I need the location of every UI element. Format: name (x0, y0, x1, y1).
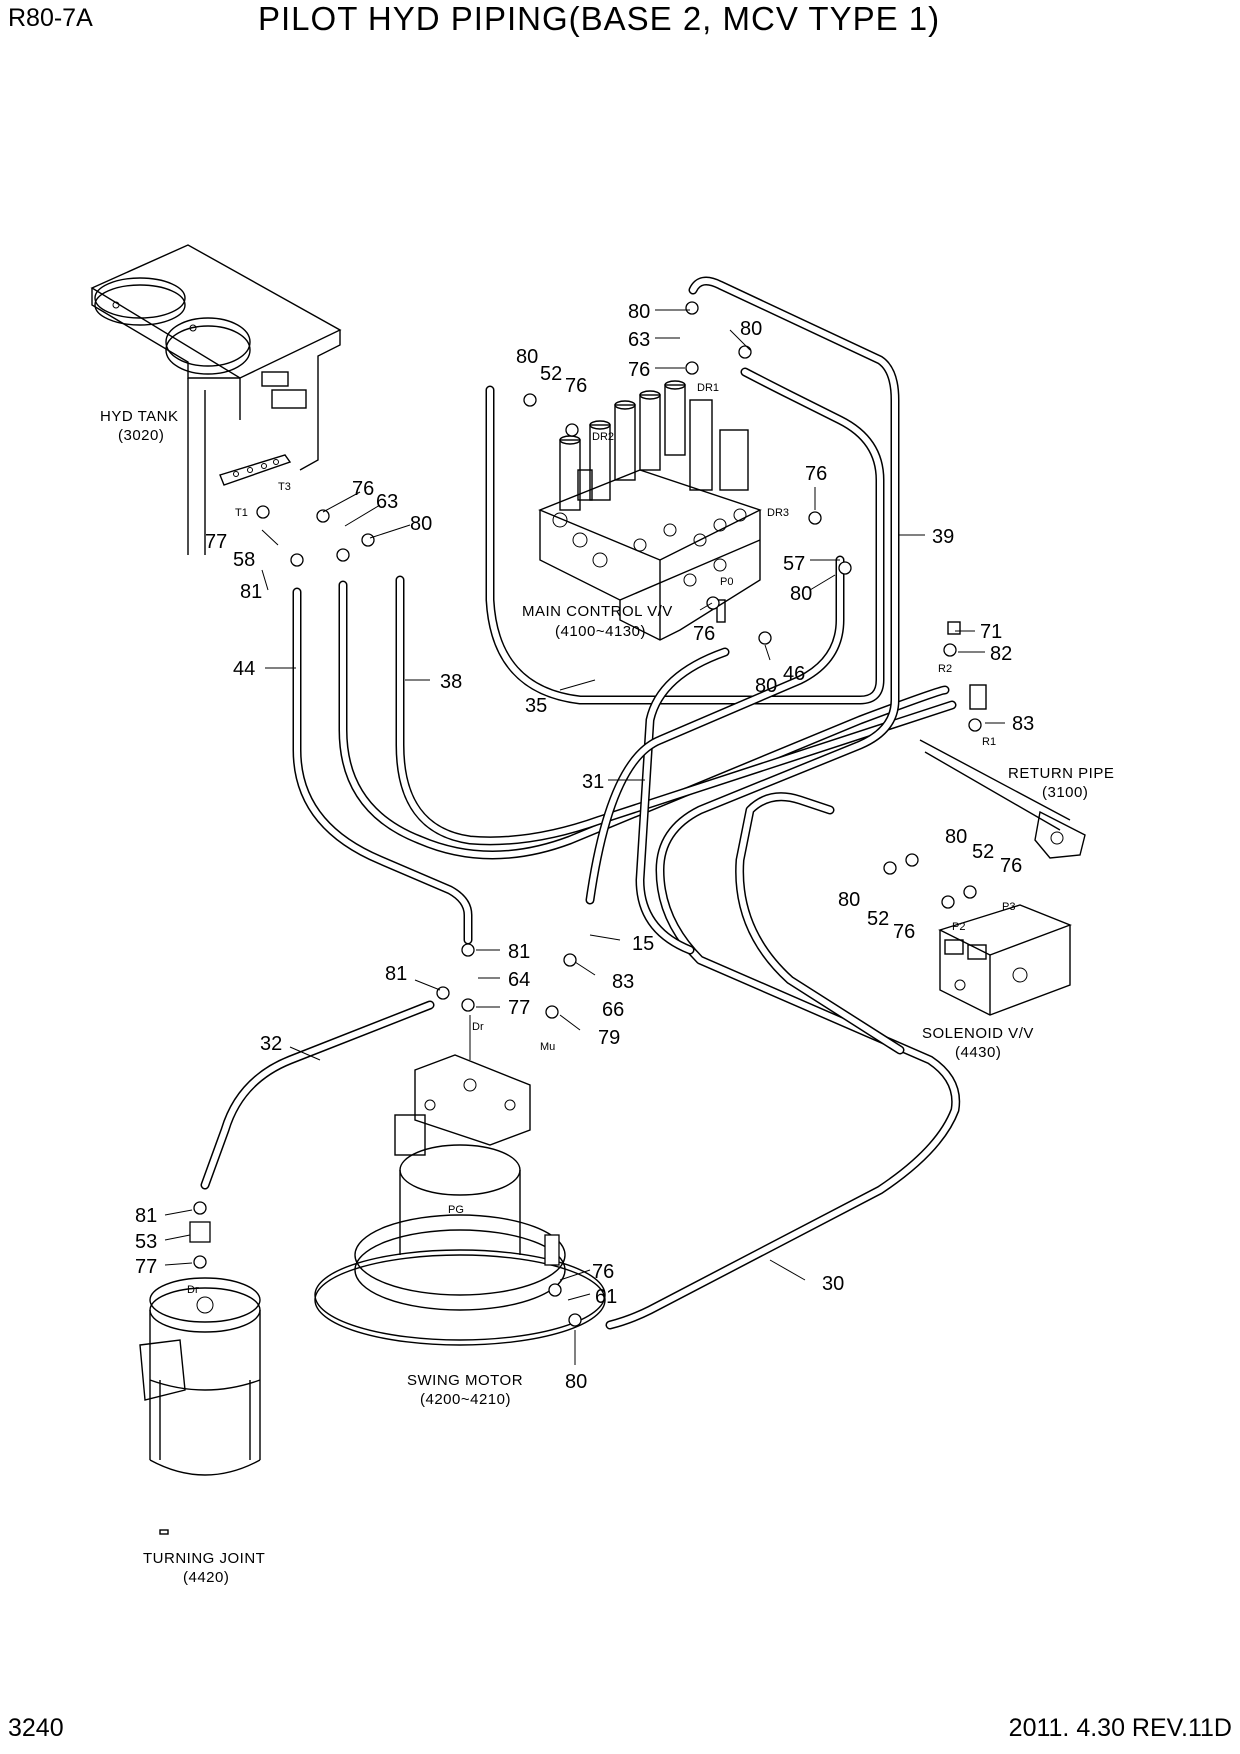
port-dr1: DR1 (697, 382, 719, 394)
callout-81-tank: 81 (240, 581, 262, 603)
swing-motor-drawing (314, 1054, 606, 1346)
callout-81-left: 81 (385, 963, 407, 985)
port-dr-joint: Dr (187, 1284, 199, 1296)
page-number: 3240 (8, 1714, 64, 1742)
callout-76-mcv-top: 76 (628, 359, 650, 381)
callout-35: 35 (525, 695, 547, 717)
port-p2: P2 (952, 921, 965, 933)
callout-46: 46 (783, 663, 805, 685)
port-dr-motor: Dr (472, 1021, 484, 1033)
callout-63-mcv: 63 (628, 329, 650, 351)
callout-57: 57 (783, 553, 805, 575)
port-dr2: DR2 (592, 431, 614, 443)
callout-76-sol-top: 76 (1000, 855, 1022, 877)
model-code: R80-7A (8, 4, 93, 32)
callout-77-tank: 77 (205, 531, 227, 553)
return-pipe-ref: (3100) (1042, 784, 1088, 801)
callout-80-mcv-bottom: 80 (755, 675, 777, 697)
callout-64: 64 (508, 969, 530, 991)
main-control-valve-ref: (4100~4130) (555, 623, 646, 640)
callout-82: 82 (990, 643, 1012, 665)
callout-80-mcv-right-top: 80 (740, 318, 762, 340)
callout-44: 44 (233, 658, 255, 680)
solenoid-valve-label: SOLENOID V/V (922, 1025, 1034, 1042)
port-t1: T1 (235, 507, 248, 519)
callout-80-sol-bottom: 80 (838, 889, 860, 911)
callout-76-tank: 76 (352, 478, 374, 500)
callout-83-motor: 83 (612, 971, 634, 993)
callout-80-mcv-right: 80 (790, 583, 812, 605)
callout-63-tank: 63 (376, 491, 398, 513)
callout-76-mcv-bottom: 76 (693, 623, 715, 645)
callout-52-mcv: 52 (540, 363, 562, 385)
callout-31: 31 (582, 771, 604, 793)
leader-lines (164, 309, 1005, 1365)
solenoid-valve-ref: (4430) (955, 1044, 1001, 1061)
callout-53: 53 (135, 1231, 157, 1253)
callout-83-return: 83 (1012, 713, 1034, 735)
callout-81-motor: 81 (508, 941, 530, 963)
hyd-tank-label: HYD TANK (100, 408, 178, 425)
revision-date: 2011. 4.30 REV.11D (1008, 1714, 1232, 1742)
callout-71: 71 (980, 621, 1002, 643)
port-r1: R1 (982, 736, 996, 748)
callout-52-sol-top: 52 (972, 841, 994, 863)
callout-80-mcv-left: 80 (516, 346, 538, 368)
callout-79: 79 (598, 1027, 620, 1049)
callout-77-joint: 77 (135, 1256, 157, 1278)
callout-80-sol-top: 80 (945, 826, 967, 848)
page-title: PILOT HYD PIPING(BASE 2, MCV TYPE 1) (258, 0, 941, 37)
callout-66: 66 (602, 999, 624, 1021)
callout-30: 30 (822, 1273, 844, 1295)
port-p3: P3 (1002, 901, 1015, 913)
turning-joint-drawing (139, 1277, 261, 1535)
callout-80-tank: 80 (410, 513, 432, 535)
callout-76-sol-bottom: 76 (893, 921, 915, 943)
callout-39: 39 (932, 526, 954, 548)
return-pipe-label: RETURN PIPE (1008, 765, 1114, 782)
hyd-tank-ref: (3020) (118, 427, 164, 444)
callout-80-mcv-top: 80 (628, 301, 650, 323)
callout-76-mcv-right: 76 (805, 463, 827, 485)
fittings (189, 301, 982, 1327)
hoses (200, 276, 961, 1330)
port-t3: T3 (278, 481, 291, 493)
callout-15: 15 (632, 933, 654, 955)
port-mu: Mu (540, 1041, 555, 1053)
port-p0: P0 (720, 576, 733, 588)
callout-80-motor-bottom: 80 (565, 1371, 587, 1393)
callout-77-motor: 77 (508, 997, 530, 1019)
callout-61: 61 (595, 1286, 617, 1308)
main-control-valve-drawing (538, 380, 762, 641)
callout-81-joint: 81 (135, 1205, 157, 1227)
callout-38: 38 (440, 671, 462, 693)
turning-joint-ref: (4420) (183, 1569, 229, 1586)
callout-58: 58 (233, 549, 255, 571)
main-control-valve-label: MAIN CONTROL V/V (522, 603, 673, 620)
callout-32: 32 (260, 1033, 282, 1055)
callout-76-motor-bottom: 76 (592, 1261, 614, 1283)
port-dr3: DR3 (767, 507, 789, 519)
turning-joint-label: TURNING JOINT (143, 1550, 265, 1567)
hyd-tank-drawing (90, 244, 342, 555)
swing-motor-label: SWING MOTOR (407, 1372, 523, 1389)
solenoid-valve-drawing (938, 904, 1072, 1016)
callout-76-mcv-left: 76 (565, 375, 587, 397)
port-r2: R2 (938, 663, 952, 675)
swing-motor-ref: (4200~4210) (420, 1391, 511, 1408)
return-pipe-drawing (919, 621, 1086, 859)
callout-52-sol-bottom: 52 (867, 908, 889, 930)
port-pg: PG (448, 1204, 464, 1216)
